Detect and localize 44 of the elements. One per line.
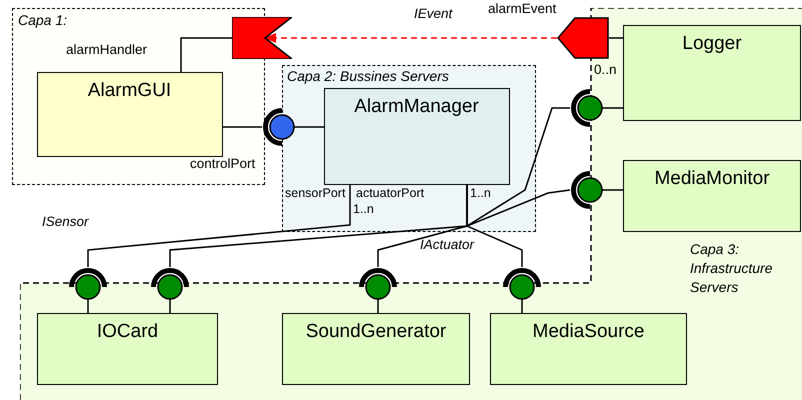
- interface-name: ISensor: [42, 214, 89, 229]
- component-box: [623, 160, 801, 232]
- connector-line: [609, 37, 623, 39]
- layer-frame: [282, 65, 536, 232]
- port-label: actuatorPort: [356, 186, 424, 200]
- connector-line: [87, 185, 351, 267]
- component-box: [623, 25, 801, 121]
- connector-line: [466, 185, 570, 228]
- component-name: Logger: [682, 33, 742, 55]
- component-box: [490, 313, 687, 385]
- connector-line: [87, 299, 89, 313]
- layer-frame: [12, 8, 265, 185]
- port-label: sensorPort: [285, 186, 346, 200]
- component-box: [36, 72, 222, 156]
- arrow: [264, 33, 557, 43]
- component-name: AlarmManager: [354, 96, 479, 118]
- edge-label: IEvent: [412, 6, 454, 21]
- interface-name: IActuator: [420, 237, 474, 252]
- connector-line: [377, 299, 379, 313]
- connector-line: [180, 37, 232, 72]
- connector-line: [294, 126, 324, 128]
- connector-line: [602, 189, 623, 191]
- component-box: [324, 88, 510, 184]
- port-label: controlPort: [190, 156, 256, 171]
- layer-title: Capa 2: Bussines Servers: [287, 68, 449, 84]
- component-box: [282, 313, 470, 385]
- connector-line: [521, 299, 523, 313]
- connector-line: [602, 107, 623, 109]
- component-name: AlarmGUI: [88, 80, 172, 102]
- port-label: 1..n: [353, 202, 374, 216]
- connector-line: [223, 126, 262, 128]
- connector-line: [169, 299, 171, 313]
- port-label: 0..n: [594, 62, 617, 77]
- component-box: [37, 313, 218, 385]
- component-name: SoundGenerator: [306, 321, 446, 343]
- connector-line: [466, 107, 570, 228]
- port-label: alarmEvent: [488, 1, 556, 16]
- port-label: alarmHandler: [66, 42, 148, 57]
- component-name: MediaMonitor: [654, 168, 770, 190]
- port-label: 1..n: [470, 186, 491, 200]
- layer-title: Capa 3: Infrastructure Servers: [690, 240, 774, 297]
- layer-title: Capa 1:: [18, 12, 68, 28]
- component-name: MediaSource: [532, 321, 644, 343]
- component-name: IOCard: [96, 321, 158, 343]
